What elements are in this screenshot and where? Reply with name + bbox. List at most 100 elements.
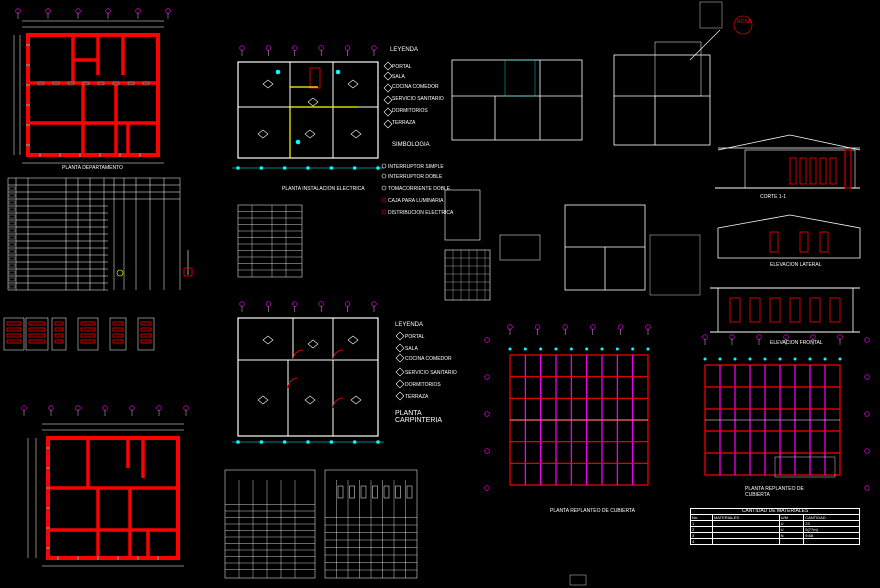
room-tag [350,395,362,405]
frontal-window [829,297,841,323]
room-tag [257,395,269,405]
table-cell-mark [8,270,16,275]
legend-symbol [381,209,387,215]
dimension-node [236,440,240,444]
cell [803,538,860,545]
electrical-legend-item: COCINA COMEDOR [392,84,439,90]
opening-mark [127,81,135,86]
dimension-node [259,166,264,170]
table-cell-mark [8,256,16,261]
legend-diamond [395,391,405,401]
dimension-node [778,357,782,361]
fixture-block [654,41,702,97]
door-swing [332,349,344,361]
dimension-node [733,357,737,361]
window-slat [140,327,152,332]
axis-marker [265,301,272,307]
electrical-legend-item: SALA [392,74,405,80]
detail-grid [444,249,491,301]
axis-marker [48,405,54,411]
legend-symbol [381,163,387,169]
axis-marker [239,301,245,307]
cell: 4 [690,538,713,545]
axis-marker [165,8,171,14]
electrical-legend-item: TERRAZA [392,120,416,126]
opening-mark [97,81,105,86]
legend-diamond [395,367,405,377]
frontal-elevation-title: ELEVACION FRONTAL [770,340,823,346]
section-opening [799,157,807,185]
window-slat [80,321,96,326]
table-cell-mark [8,242,16,247]
axis-marker [534,324,541,330]
dimension-node [748,357,752,361]
axis-marker [837,334,843,340]
lateral-elevation-title: ELEVACION LATERAL [770,262,822,268]
room-tag [262,335,274,345]
dimension-node [259,440,264,444]
window-icon [349,485,355,499]
dimension-node [718,357,722,361]
axis-marker [729,334,735,340]
legend-diamond [395,353,405,363]
legend-symbol [381,197,387,203]
axis-marker [265,45,272,51]
window-icon [337,485,344,499]
axis-marker [617,324,624,330]
window-icon [360,485,367,499]
window-slat [28,321,46,326]
door-swing [332,397,344,409]
cell [711,538,780,545]
dimension-node [554,347,558,351]
column [844,149,852,189]
dimension-node [763,357,767,361]
legend-diamond [383,119,393,129]
plan-outline [613,54,711,146]
window-elevation [77,317,99,351]
frontal-window [769,297,781,323]
dimension-node [352,166,357,170]
window-slat [6,321,22,326]
axis-marker [239,45,245,51]
luminaire-symbol [262,79,274,89]
carpentry-legend-item: PORTAL [405,334,425,340]
outlet-symbol [335,69,341,75]
sheet-stamp [569,574,587,586]
window-slat [28,327,46,332]
dimension-node [306,166,310,170]
carpentry-legend-item: SERVICIO SANITARIO [405,370,457,376]
opening-mark [52,81,60,86]
window-slat [54,339,64,344]
axis-marker [484,337,490,343]
frontal-window [729,297,741,323]
axis-marker [864,448,870,454]
leader-line [689,29,721,61]
window-slat [80,339,96,344]
dimension-node [600,347,604,351]
window-slat [112,333,124,338]
dimension-node [808,357,812,361]
window-slat [112,321,124,326]
fixture-block [504,59,536,97]
dimension-node [646,347,650,351]
frontal-outline [717,287,854,333]
table-cell-mark [8,200,16,205]
axis-marker [371,45,377,51]
window-slat [28,339,46,344]
electrical-legend-item: PORTAL [392,64,412,70]
table-cell-mark [8,277,16,282]
table-cell-mark [8,249,16,254]
door-swing [292,349,304,361]
table-cell-mark [8,284,16,289]
window-slat [6,333,22,338]
table-cell-mark [8,263,16,268]
section-title: CORTE 1-1 [760,194,787,200]
dimension-node [539,347,543,351]
legend-diamond [383,83,393,93]
axis-marker [345,45,351,51]
window-slat [140,333,152,338]
plan-outline [451,59,583,141]
luminaire-symbol [304,129,316,139]
window-elevation [3,317,25,351]
legend-diamond [395,379,405,389]
